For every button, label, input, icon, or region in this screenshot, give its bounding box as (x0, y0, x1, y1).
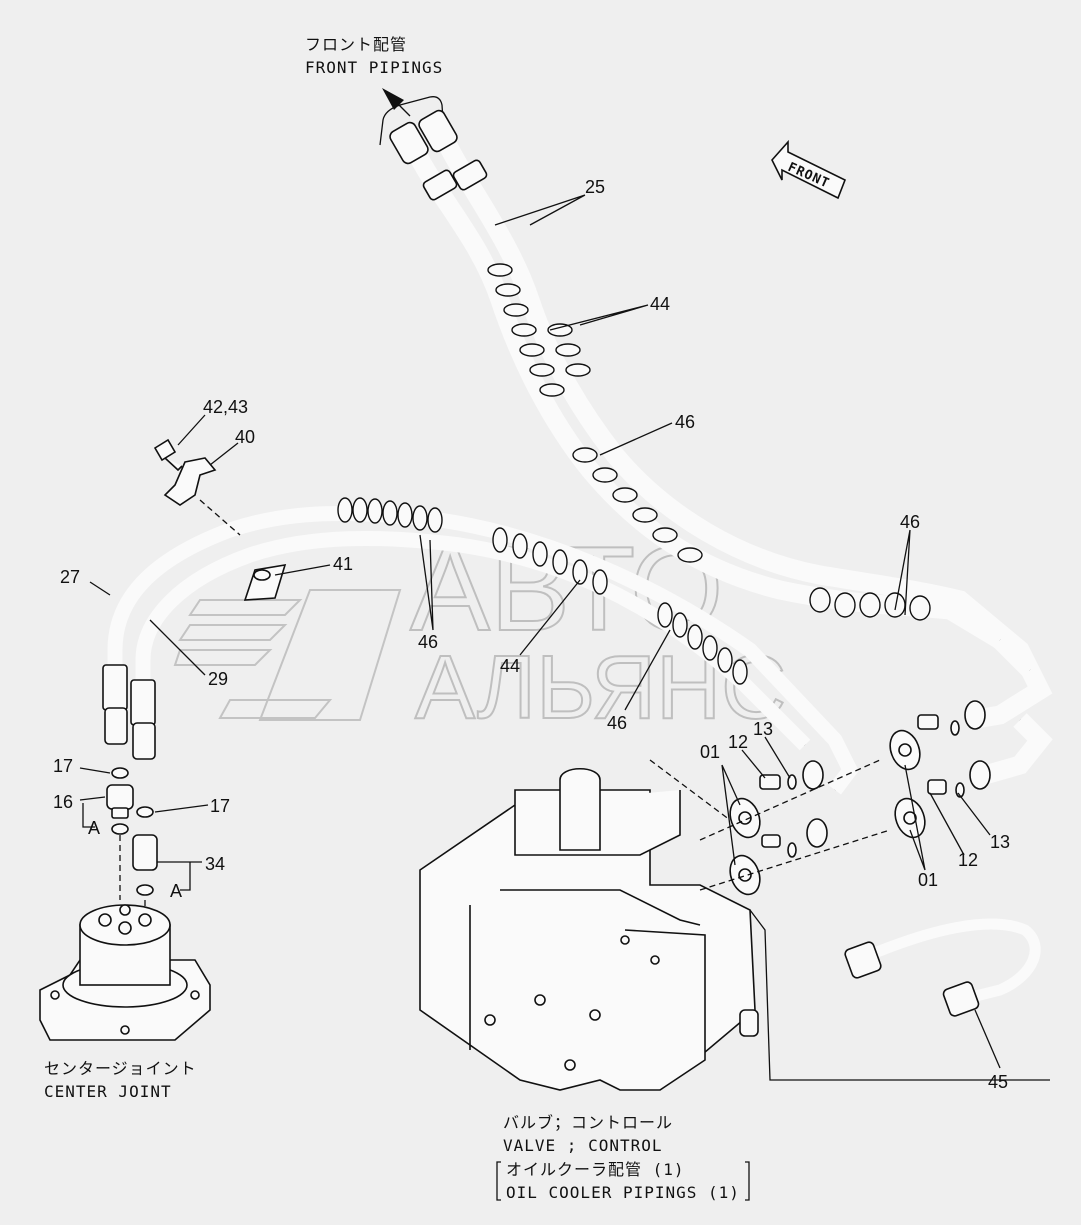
callout-46-b: 46 (607, 713, 627, 733)
callout-a-b: A (170, 881, 182, 901)
callout-41: 41 (333, 554, 353, 574)
clamp-40-41-42 (153, 438, 287, 601)
watermark-logo (173, 589, 402, 721)
hose-end-fittings-left (102, 664, 156, 760)
callout-25: 25 (585, 177, 605, 197)
callout-34: 34 (205, 854, 225, 874)
hose-end-fittings-top (389, 109, 488, 201)
oil-cooler-bracket-right (745, 1161, 750, 1201)
oil-cooler-label-en: OIL COOLER PIPINGS (1) (506, 1183, 740, 1202)
callout-01-a: 01 (700, 742, 720, 762)
center-joint (39, 904, 211, 1041)
hose-45 (844, 918, 1041, 1017)
valve-label-en: VALVE ; CONTROL (503, 1136, 663, 1155)
callout-17-b: 17 (210, 796, 230, 816)
callout-01-b: 01 (918, 870, 938, 890)
control-valve (419, 768, 1050, 1091)
fittings-16-17-34 (106, 767, 158, 920)
spiral-guard-left (337, 497, 748, 685)
front-pipings-label-en: FRONT PIPINGS (305, 58, 443, 77)
center-joint-label-jp: センタージョイント (44, 1059, 197, 1078)
callout-46-a: 46 (418, 632, 438, 652)
callout-16: 16 (53, 792, 73, 812)
center-joint-label-en: CENTER JOINT (44, 1082, 172, 1101)
callout-17-a: 17 (53, 756, 73, 776)
callout-40: 40 (235, 427, 255, 447)
callout-12-b: 12 (958, 850, 978, 870)
callout-a-a: A (88, 818, 100, 838)
spiral-guard-44-46 (487, 263, 931, 621)
callout-42-43: 42,43 (203, 397, 248, 417)
callout-13-b: 13 (990, 832, 1010, 852)
leader-lines (79, 194, 1001, 1069)
callout-12-a: 12 (728, 732, 748, 752)
callout-13-a: 13 (753, 719, 773, 739)
front-pipings-label-jp: フロント配管 (305, 35, 407, 54)
callout-44-b: 44 (500, 656, 520, 676)
front-pipings-arrow-icon (382, 88, 411, 117)
oil-cooler-label-jp: オイルクーラ配管 (1) (506, 1160, 685, 1179)
valve-label-jp: バルブ；コントロール (503, 1113, 673, 1132)
front-direction-arrow: FRONT (771, 139, 847, 200)
front-pipings-bracket (379, 96, 444, 146)
oil-cooler-bracket-left (496, 1161, 501, 1201)
callout-29: 29 (208, 669, 228, 689)
callout-46-right: 46 (900, 512, 920, 532)
callout-46-mid: 46 (675, 412, 695, 432)
callout-45: 45 (988, 1072, 1008, 1092)
callout-27: 27 (60, 567, 80, 587)
callout-44-top: 44 (650, 294, 670, 314)
flanges-01-12-13 (649, 700, 991, 896)
